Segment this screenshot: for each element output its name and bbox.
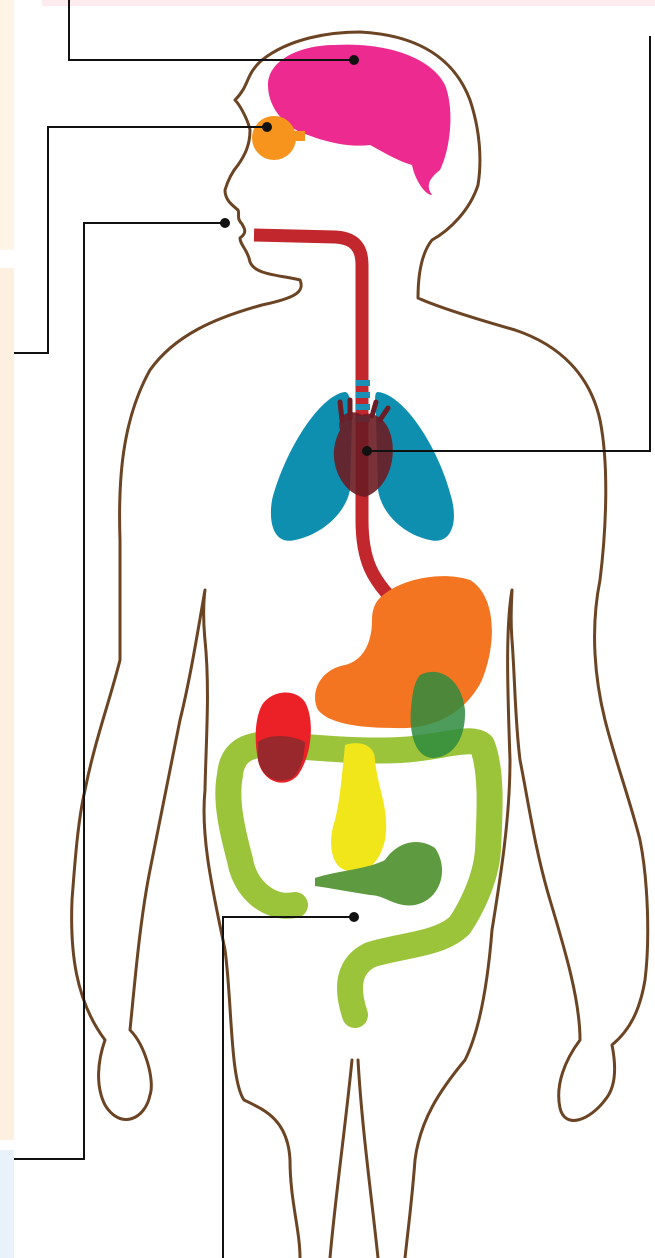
leader-dot-eye	[262, 122, 272, 132]
optic-nerve	[295, 131, 305, 141]
stomach	[315, 576, 492, 728]
inner-leg-right	[358, 1060, 378, 1258]
leader-dot-mouth	[220, 218, 230, 228]
leader-dot-brain	[349, 55, 359, 65]
leader-eye	[14, 127, 267, 353]
eye	[252, 116, 296, 160]
leader-dot-intestine	[349, 912, 359, 922]
inner-leg-left	[330, 1060, 352, 1258]
leader-lines	[14, 0, 650, 1258]
leader-dot-heart	[362, 446, 372, 456]
brain	[268, 45, 450, 195]
leader-mouth	[14, 223, 225, 1159]
